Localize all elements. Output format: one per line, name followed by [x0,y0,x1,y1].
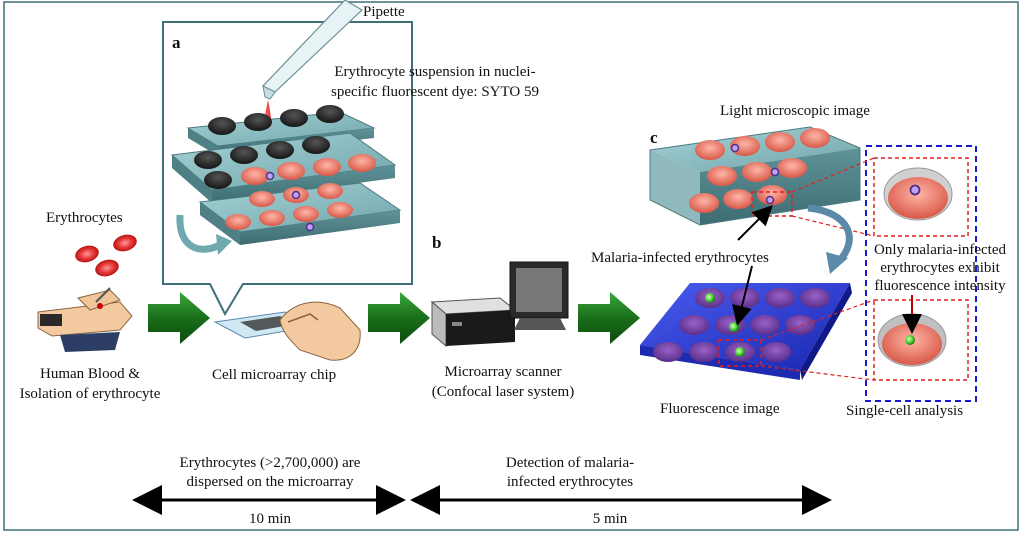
light-microscopic-plate [649,126,861,226]
pipette-label: Pipette [363,4,405,20]
chip-plate-lower [198,171,402,245]
malaria-infected-label: Malaria-infected erythrocytes [591,250,769,266]
dispersed-label-line1: Erythrocytes (>2,700,000) are [179,455,361,471]
detection-label-line1: Detection of malaria- [505,455,635,471]
erythrocytes-label: Erythrocytes [46,210,123,226]
dispersed-label-line2: dispersed on the microarray [186,474,354,490]
connector-line [791,215,875,237]
outer-frame [3,1,1019,531]
highlight-box-fluor [718,339,762,367]
suspension-label-line2: specific fluorescent dye: SYTO 59 [330,84,539,100]
chip-icon [213,301,361,361]
panel-c-label: c [650,128,658,147]
erythrocyte-cells [75,234,137,277]
only-infected-label-line3: fluorescence intensity [874,278,1006,294]
human-blood-label-line2: Isolation of erythrocyte [19,386,161,402]
chip-label: Cell microarray chip [212,367,337,383]
single-cell-box [865,145,977,402]
connector-line [760,365,875,381]
connector-line [760,299,875,341]
suspension-label-line1: Erythrocyte suspension in nuclei- [334,64,536,80]
only-infected-label-line2: erythrocytes exhibit [880,260,1000,276]
scanner-icon [430,261,569,348]
pointer-arrow [732,265,753,326]
scanner-label-line1: Microarray scanner [444,364,562,380]
zoom-fluor-box [873,299,969,381]
time-label-5min: 5 min [592,511,628,527]
panel-b-label: b [432,233,442,252]
pointer-arrow [737,205,773,241]
only-infected-label-line1: Only malaria-infected [873,242,1007,258]
connector-line [791,157,875,193]
human-blood-label-line1: Human Blood & [40,366,140,382]
fluorescence-plate [640,283,852,380]
scanner-label-line2: (Confocal laser system) [431,384,575,400]
curved-arrow-icon [807,204,853,265]
zoom-well-fluor [877,313,947,367]
panel-a-label: a [172,33,181,52]
curved-arrow-icon [176,214,224,253]
flow-arrow-icon [148,292,640,344]
hand-icon [37,287,133,352]
time-label-10min: 10 min [248,511,292,527]
zoom-light-box [873,157,969,237]
detection-label-line2: infected erythrocytes [506,474,634,490]
fluorescence-image-label: Fluorescence image [660,401,780,417]
zoom-well-light [883,167,953,221]
light-image-label: Light microscopic image [720,103,870,119]
single-cell-label: Single-cell analysis [846,403,964,419]
